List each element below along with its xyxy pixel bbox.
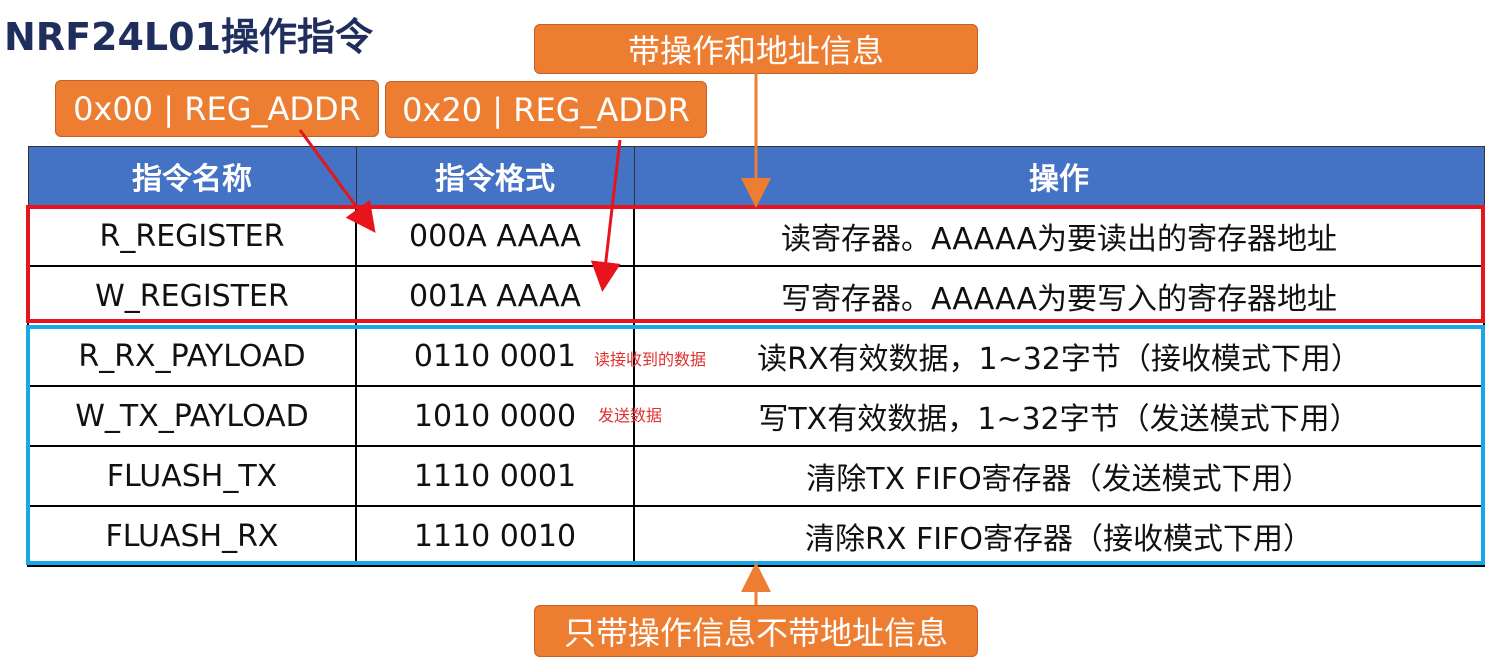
table-row: R_RX_PAYLOAD 0110 0001 读RX有效数据，1~32字节（接收… [27, 325, 1485, 387]
callout-write-addr: 0x20 | REG_ADDR [385, 81, 707, 138]
operation-cell: 清除TX FIFO寄存器（发送模式下用） [633, 445, 1485, 507]
operation-cell: 写TX有效数据，1~32字节（发送模式下用） [633, 385, 1485, 447]
operation-cell: 读寄存器。AAAAA为要读出的寄存器地址 [633, 205, 1485, 267]
command-format-cell: 0110 0001 [355, 325, 635, 387]
table-row: W_REGISTER 001A AAAA 写寄存器。AAAAA为要写入的寄存器地… [27, 265, 1485, 327]
note-read-received-data: 读接收到的数据 [594, 350, 707, 369]
command-name-cell: R_RX_PAYLOAD [27, 325, 357, 387]
operation-cell: 清除RX FIFO寄存器（接收模式下用） [633, 505, 1485, 567]
table-row: W_TX_PAYLOAD 1010 0000 写TX有效数据，1~32字节（发送… [27, 385, 1485, 447]
table-header-row: 指令名称 指令格式 操作 [27, 146, 1485, 207]
command-name-cell: FLUASH_RX [27, 505, 357, 567]
callout-no-addr: 只带操作信息不带地址信息 [534, 605, 978, 657]
command-format-cell: 1010 0000 [355, 385, 635, 447]
callout-read-addr: 0x00 | REG_ADDR [55, 80, 379, 137]
operation-cell: 写寄存器。AAAAA为要写入的寄存器地址 [633, 265, 1485, 327]
operation-cell: 读RX有效数据，1~32字节（接收模式下用） [633, 325, 1485, 387]
arrow-read-addr [298, 129, 376, 233]
table-row: FLUASH_TX 1110 0001 清除TX FIFO寄存器（发送模式下用） [27, 445, 1485, 507]
header-command-name: 指令名称 [27, 146, 357, 207]
header-operation: 操作 [633, 146, 1485, 207]
callout-with-addr: 带操作和地址信息 [534, 24, 978, 74]
page-title: NRF24L01操作指令 [4, 15, 373, 59]
command-format-cell: 1110 0010 [355, 505, 635, 567]
command-format-cell: 000A AAAA [355, 205, 635, 267]
command-format-text: 0110 0001 [413, 338, 577, 374]
table-row: FLUASH_RX 1110 0010 清除RX FIFO寄存器（接收模式下用） [27, 505, 1485, 567]
header-command-format: 指令格式 [355, 146, 635, 207]
note-send-data: 发送数据 [598, 406, 663, 425]
command-name-cell: W_REGISTER [27, 265, 357, 327]
table-row: R_REGISTER 000A AAAA 读寄存器。AAAAA为要读出的寄存器地… [27, 205, 1485, 267]
command-name-cell: FLUASH_TX [27, 445, 357, 507]
command-format-cell: 1110 0001 [355, 445, 635, 507]
command-format-text: 1010 0000 [413, 398, 577, 434]
command-table: 指令名称 指令格式 操作 R_REGISTER 000A AAAA 读寄存器。A… [27, 146, 1485, 567]
arrow-write-addr [590, 139, 622, 292]
command-name-cell: W_TX_PAYLOAD [27, 385, 357, 447]
command-name-cell: R_REGISTER [27, 205, 357, 267]
